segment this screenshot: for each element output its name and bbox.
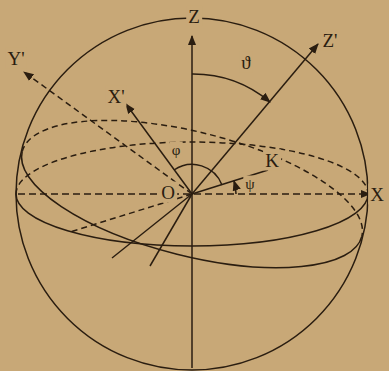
axis-label: X' — [105, 86, 126, 107]
theta-arc — [192, 74, 270, 102]
tilted-plane-back — [22, 92, 377, 237]
tilted-plane-front — [7, 152, 362, 297]
axis-label: O — [159, 182, 177, 203]
axis-label: φ — [170, 142, 183, 159]
axis-label: Z — [186, 6, 202, 27]
z-axis — [191, 36, 193, 194]
radius-line — [150, 194, 192, 266]
z-prime-axis — [192, 44, 318, 194]
axis-label: Z' — [320, 30, 339, 51]
axis-label: X — [368, 184, 386, 205]
x-prime-axis — [126, 104, 192, 194]
axis-label: Y' — [5, 48, 26, 69]
phi-arc — [174, 164, 222, 185]
radius-line — [112, 194, 192, 258]
psi-arc — [234, 181, 236, 194]
axis-label: K — [263, 150, 281, 171]
z-axis-lower — [191, 194, 193, 368]
nodal-line — [192, 170, 268, 194]
axis-label: ψ — [243, 176, 256, 193]
y-prime-axis — [24, 72, 192, 194]
axis-label: ϑ — [239, 52, 252, 73]
